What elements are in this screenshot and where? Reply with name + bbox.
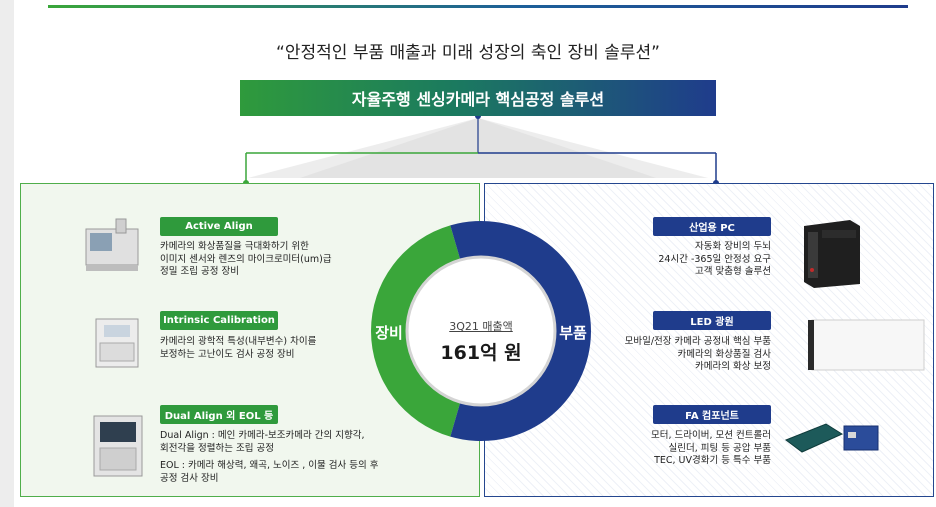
dual-align-machine-image xyxy=(90,412,146,482)
sales-donut-chart xyxy=(371,221,591,441)
desc-fa-component: 모터, 드라이버, 모션 컨트롤러 실린더, 피팅 등 공압 부품 TEC, U… xyxy=(600,430,771,468)
desc-line: 이미지 센서와 렌즈의 마이크로미터(um)급 xyxy=(160,253,332,265)
desc-industrial-pc: 자동화 장비의 두뇌 24시간 -365일 안정성 요구 고객 맞춤형 솔루션 xyxy=(600,241,771,279)
tag-industrial-pc: 산업용 PC xyxy=(653,217,771,236)
desc-line: 고객 맞춤형 솔루션 xyxy=(695,266,771,277)
donut-slice-equipment xyxy=(371,225,461,437)
donut-center-value: 161억 원 xyxy=(440,342,522,364)
tag-intrinsic-calibration: Intrinsic Calibration xyxy=(160,311,278,330)
desc-line: 카메라의 화상 보정 xyxy=(695,361,771,372)
desc-line: EOL : 카메라 해상력, 왜곡, 노이즈 , 이물 검사 등의 후 xyxy=(160,460,379,471)
desc-line: 자동화 장비의 두뇌 xyxy=(695,241,771,252)
tag-active-align: Active Align xyxy=(160,217,278,236)
desc-intrinsic-calibration: 카메라의 광학적 특성(내부변수) 차이를 보정하는 고난이도 검사 공정 장비 xyxy=(160,336,316,361)
left-scroll-margin xyxy=(0,0,14,507)
fa-component-image xyxy=(782,416,886,460)
desc-line: 실린더, 피팅 등 공압 부품 xyxy=(668,442,772,454)
desc-active-align: 카메라의 화상품질을 극대화하기 위한 이미지 센서와 렌즈의 마이크로미터(u… xyxy=(160,241,332,279)
tag-fa-component: FA 컴포넌트 xyxy=(653,405,771,424)
top-accent-line xyxy=(48,5,908,8)
desc-line: 공정 검사 장비 xyxy=(160,472,219,484)
desc-led-light: 모바일/전장 카메라 공정내 핵심 부품 카메라의 화상품질 검사 카메라의 화… xyxy=(600,336,771,374)
desc-line: 카메라의 광학적 특성(내부변수) 차이를 xyxy=(160,336,317,347)
desc-line: 카메라의 화상품질 검사 xyxy=(677,348,771,360)
desc-line: 보정하는 고난이도 검사 공정 장비 xyxy=(160,348,295,360)
desc-line: Dual Align : 메인 카메라-보조카메라 간의 지향각, xyxy=(160,430,365,441)
tag-led-light: LED 광원 xyxy=(653,311,771,330)
calibration-machine-image xyxy=(92,315,142,371)
donut-title: 3Q21 매출액 xyxy=(449,320,513,333)
industrial-pc-image xyxy=(798,218,864,288)
desc-line: 24시간 -365일 안정성 요구 xyxy=(658,253,771,265)
desc-line: 카메라의 화상품질을 극대화하기 위한 xyxy=(160,241,309,252)
donut-label-parts: 부품 xyxy=(559,324,587,342)
desc-dual-align-eol: Dual Align : 메인 카메라-보조카메라 간의 지향각, 회전각을 정… xyxy=(160,430,379,485)
desc-line: 회전각을 정렬하는 조립 공정 xyxy=(160,442,274,454)
donut-center xyxy=(405,255,557,407)
solution-banner: 자율주행 센싱카메라 핵심공정 솔루션 xyxy=(240,80,716,116)
donut-label-equipment: 장비 xyxy=(375,324,403,342)
desc-line: 모바일/전장 카메라 공정내 핵심 부품 xyxy=(624,336,771,347)
desc-line: 정밀 조립 공정 장비 xyxy=(160,266,239,277)
desc-line: 모터, 드라이버, 모션 컨트롤러 xyxy=(651,430,771,441)
led-light-image xyxy=(806,316,928,374)
active-align-machine-image xyxy=(80,215,142,273)
desc-line: TEC, UV경화기 등 특수 부품 xyxy=(654,455,771,466)
tag-dual-align-eol: Dual Align 외 EOL 등 xyxy=(160,405,278,424)
headline-quote: “안정적인 부품 매출과 미래 성장의 축인 장비 솔루션” xyxy=(276,43,660,63)
